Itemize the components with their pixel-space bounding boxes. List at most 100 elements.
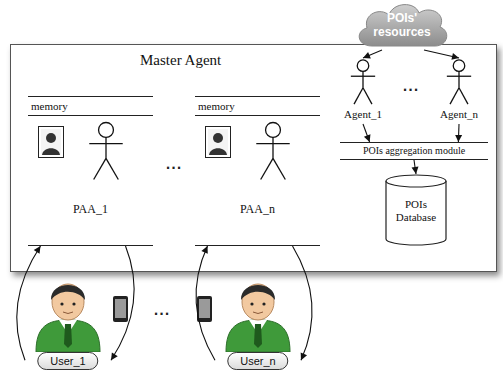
- agent-figure: [347, 58, 379, 106]
- paa-label: PAA_n: [240, 202, 275, 217]
- connector: [455, 124, 462, 142]
- figure-stroke: [256, 143, 289, 144]
- memory-label: memory: [198, 100, 235, 112]
- cylinder-body: [386, 181, 446, 245]
- figure-stroke: [273, 158, 285, 179]
- paa-label: PAA_1: [73, 202, 108, 217]
- ellipsis-label: ...: [154, 304, 171, 318]
- arrowhead: [364, 134, 371, 142]
- arrowhead: [201, 246, 207, 254]
- user-hair: [241, 285, 275, 300]
- user-node: User_n: [215, 276, 301, 374]
- connector: [111, 246, 134, 360]
- ellipsis-label: ...: [166, 158, 183, 172]
- figure-stroke: [458, 71, 459, 87]
- agent-node: Agent_1: [332, 58, 394, 124]
- connector-line: [196, 246, 215, 360]
- user-eye: [72, 302, 75, 305]
- memory-photo: [38, 126, 64, 158]
- db-node: POIs Database: [385, 174, 447, 246]
- figure-head: [357, 60, 369, 72]
- figure-stroke: [89, 143, 122, 144]
- phone-icon: [197, 296, 212, 322]
- connector-line: [293, 246, 313, 360]
- agent-node: Agent_n: [428, 58, 490, 124]
- figure-stroke: [459, 88, 468, 104]
- memory-photo: [205, 126, 231, 158]
- paa-node: memoryPAA_n: [195, 96, 320, 246]
- panel-line: [195, 115, 320, 116]
- cloud-outline: [359, 5, 447, 46]
- user-node: User_1: [25, 276, 111, 374]
- figure-stroke: [447, 76, 471, 77]
- user-eye: [60, 302, 63, 305]
- panel-title: Master Agent: [140, 52, 221, 69]
- figure-stroke: [354, 88, 363, 104]
- panel-line: [28, 96, 153, 97]
- user-shirt: [36, 320, 100, 352]
- agent-label: Agent_1: [344, 108, 382, 120]
- figure-stroke: [106, 158, 118, 179]
- panel-line: [28, 115, 153, 116]
- figure-head: [266, 122, 281, 137]
- agent-figure: [84, 120, 128, 182]
- arrowhead: [451, 53, 459, 60]
- user-mouth: [63, 312, 73, 314]
- photo-frame: [39, 127, 64, 158]
- ellipsis-label: ...: [403, 80, 420, 94]
- phone-icon: [113, 296, 128, 322]
- master-node: Master AgentmemoryPAA_1memoryPAA_nAgent_…: [10, 44, 497, 272]
- figure-head: [99, 122, 114, 137]
- photo-ground: [208, 129, 228, 155]
- connector: [363, 124, 370, 142]
- user-eye: [250, 302, 253, 305]
- user-shirt: [226, 320, 290, 352]
- figure-stroke: [94, 158, 106, 179]
- user-mouth: [253, 312, 263, 314]
- paa-node: memoryPAA_1: [28, 96, 153, 246]
- photo-shoulders: [42, 148, 60, 155]
- photo-frame: [206, 127, 231, 158]
- arrowhead: [34, 246, 41, 254]
- user-figure: [215, 276, 301, 352]
- figure-stroke: [272, 137, 273, 158]
- cloud-label: POIs' resources: [367, 11, 437, 39]
- connector: [424, 50, 459, 60]
- connector: [363, 50, 382, 59]
- figure-stroke: [105, 137, 106, 158]
- module-label: POIs aggregation module: [363, 145, 465, 156]
- cylinder-top: [386, 175, 446, 187]
- connector: [293, 246, 313, 360]
- panel-line: [28, 245, 153, 246]
- user-label: User_n: [227, 352, 288, 370]
- panel-line: [195, 245, 320, 246]
- module-node: POIs aggregation module: [340, 142, 488, 160]
- database-label: POIs Database: [387, 198, 445, 224]
- photo-head: [213, 133, 223, 143]
- panel-line: [195, 96, 320, 97]
- memory-label: memory: [31, 100, 68, 112]
- photo-shoulders: [209, 148, 227, 155]
- photo-ground: [41, 129, 61, 155]
- user-hair: [51, 285, 85, 300]
- arrowhead: [363, 52, 371, 58]
- user-tie: [254, 324, 262, 348]
- paa-lines: [28, 96, 153, 246]
- connector: [412, 160, 419, 174]
- user-eye: [262, 302, 265, 305]
- cloud-node: POIs' resources: [352, 0, 452, 50]
- figure-stroke: [363, 88, 372, 104]
- agent-figure: [251, 120, 295, 182]
- user-label: User_1: [37, 352, 98, 370]
- photo-head: [46, 133, 56, 143]
- user-figure: [25, 276, 111, 352]
- figure-stroke: [261, 158, 273, 179]
- figure-head: [453, 60, 465, 72]
- figure-stroke: [450, 88, 459, 104]
- connector-line: [111, 246, 134, 360]
- arrowhead: [301, 352, 307, 360]
- figure-stroke: [362, 71, 363, 87]
- arrowhead: [455, 135, 462, 142]
